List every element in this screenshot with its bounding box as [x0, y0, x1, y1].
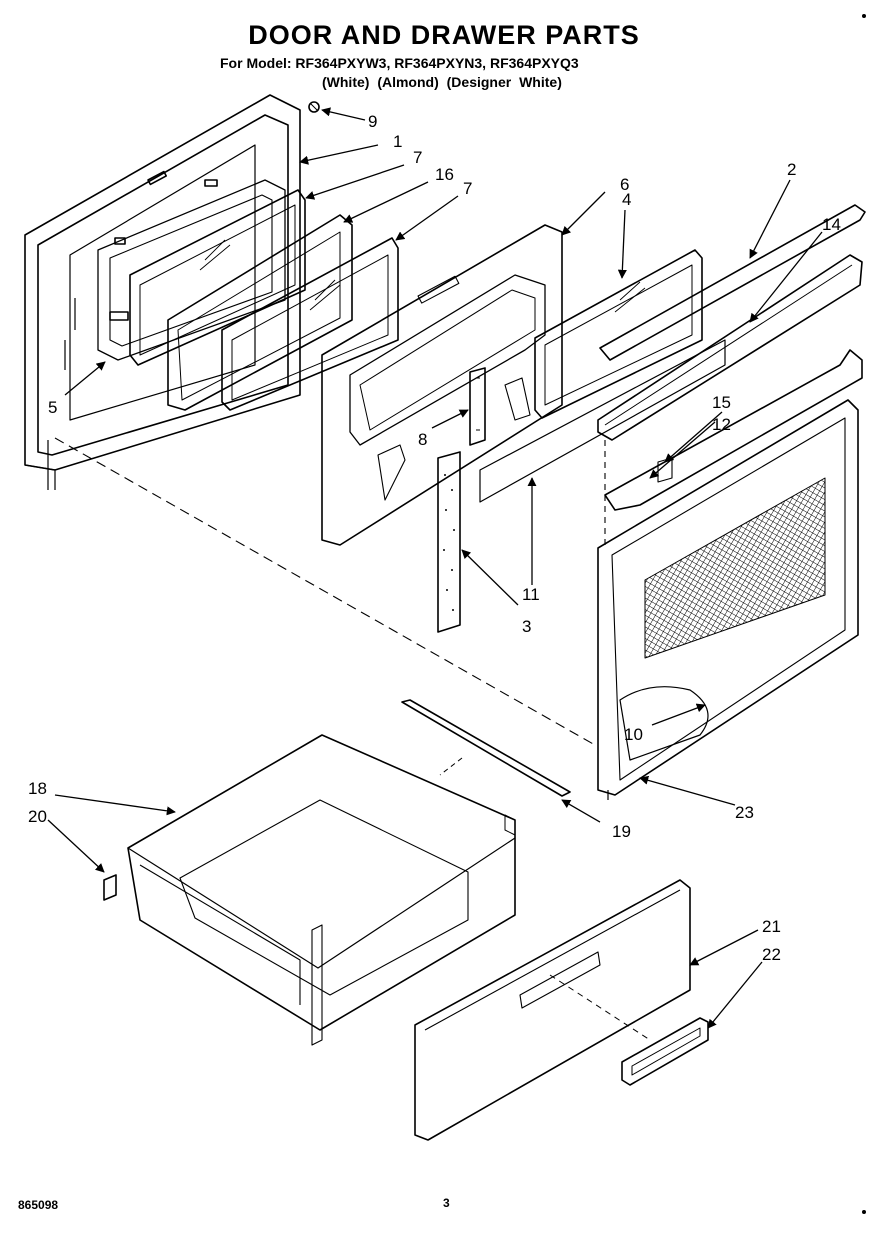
callout-5: 5	[48, 398, 57, 417]
corner-mark-bottom-right	[862, 1210, 866, 1214]
callout-11: 11	[522, 585, 540, 604]
drawer-front-panel	[414, 879, 691, 1141]
screw	[308, 101, 320, 113]
model-numbers: For Model: RF364PXYW3, RF364PXYN3, RF364…	[220, 55, 579, 71]
callout-14: 14	[822, 215, 841, 234]
callout-15: 15	[712, 393, 731, 412]
callout-10: 10	[624, 725, 643, 744]
callout-16: 16	[435, 165, 454, 184]
callout-3: 3	[522, 617, 531, 636]
callout-6: 6	[620, 175, 629, 194]
insulation-strip	[437, 451, 461, 633]
callout-20: 20	[28, 807, 47, 826]
vent-trim-bottom	[597, 254, 863, 441]
callout-12: 12	[712, 415, 731, 434]
callout-22: 22	[762, 945, 781, 964]
inner-glass	[534, 249, 703, 419]
door-gasket	[479, 339, 726, 503]
callout-8: 8	[418, 430, 427, 449]
corner-mark-top-right	[862, 14, 866, 18]
callout-4: 4	[622, 190, 631, 209]
vent-trim-top	[599, 204, 866, 361]
drawer-clip	[103, 874, 117, 901]
drawer-slide	[401, 699, 571, 797]
drawer-body	[127, 734, 516, 1046]
page-number: 3	[443, 1196, 450, 1210]
callout-2: 2	[787, 160, 796, 179]
assembly-line	[54, 437, 596, 746]
callout-labels: 9 1 7 16 7 6 4 2 14 5 8 15 12 11 3 10 23…	[28, 112, 841, 964]
glass-spacer	[167, 214, 353, 411]
inner-door-liner	[321, 224, 563, 546]
callout-7b: 7	[463, 179, 472, 198]
doc-number: 865098	[18, 1198, 59, 1212]
callout-23: 23	[735, 803, 754, 822]
door-window-frame	[97, 179, 286, 361]
page-title: DOOR AND DRAWER PARTS	[248, 20, 640, 50]
callout-21: 21	[762, 917, 781, 936]
outer-door-panel	[24, 94, 301, 490]
callout-18: 18	[28, 779, 47, 798]
model-colors: (White) (Almond) (Designer White)	[322, 74, 562, 90]
callout-19: 19	[612, 822, 631, 841]
door-frame-mesh	[597, 399, 859, 800]
callout-leaders	[47, 107, 823, 1029]
drawer-handle-trim	[621, 1017, 709, 1086]
callout-9: 9	[368, 112, 377, 131]
door-glass-upper	[129, 189, 306, 366]
door-glass-lower	[221, 237, 399, 411]
callout-1: 1	[393, 132, 402, 151]
door-hinge	[469, 367, 486, 446]
callout-7a: 7	[413, 148, 422, 167]
